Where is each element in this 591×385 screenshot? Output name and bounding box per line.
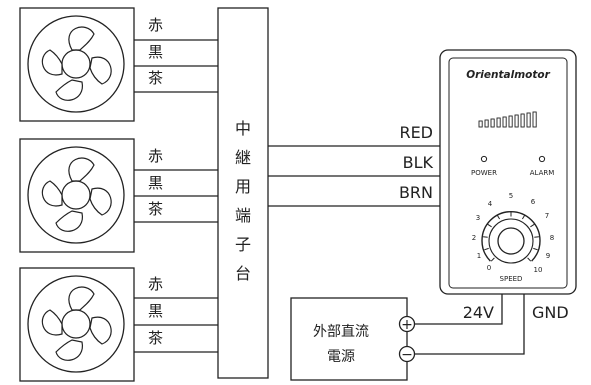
terminal-block-char-2: 継 bbox=[235, 148, 251, 167]
fan-1: 赤 黒 茶 bbox=[19, 7, 218, 122]
terminal-block-char-1: 中 bbox=[235, 119, 251, 138]
fan-2-blades bbox=[41, 157, 112, 232]
fan-3: 赤 黒 茶 bbox=[19, 267, 218, 382]
fan-1-wire-brown-label: 茶 bbox=[148, 69, 163, 87]
fan-3-wire-black-label: 黒 bbox=[148, 302, 163, 320]
fan-2-wire-red-label: 赤 bbox=[148, 147, 163, 165]
power-led-icon bbox=[480, 155, 488, 163]
gnd-label: GND bbox=[532, 303, 569, 322]
dial-number-3: 3 bbox=[476, 214, 480, 222]
wire-gnd bbox=[414, 294, 525, 355]
dial-number-10: 10 bbox=[534, 266, 543, 274]
speed-dial[interactable]: 0 1 2 3 4 5 6 7 8 9 10 SPEED bbox=[472, 192, 554, 283]
dial-number-1: 1 bbox=[477, 252, 481, 260]
terminal-block-char-6: 台 bbox=[235, 264, 251, 283]
external-dc-power-supply: 外部直流 電源 + − 24V GND bbox=[290, 294, 569, 381]
power-label: POWER bbox=[471, 169, 497, 177]
speed-controller: Orientalmotor POWER ALARM bbox=[439, 49, 577, 295]
fan-3-wire-red-label: 赤 bbox=[148, 275, 163, 293]
controller-wires: RED BLK BRN bbox=[268, 123, 440, 207]
wire-24v bbox=[414, 294, 503, 325]
fan-2-wire-brown-label: 茶 bbox=[148, 200, 163, 218]
speed-label: SPEED bbox=[500, 275, 523, 283]
dial-number-6: 6 bbox=[531, 198, 536, 206]
fan-2-wire-black-label: 黒 bbox=[148, 174, 163, 192]
brand-logo: Orientalmotor bbox=[466, 69, 550, 81]
minus-terminal-symbol: − bbox=[401, 347, 413, 363]
alarm-led-icon bbox=[538, 155, 546, 163]
plus-terminal-symbol: + bbox=[401, 317, 413, 333]
power-supply-line-2: 電源 bbox=[327, 349, 355, 365]
dial-number-7: 7 bbox=[545, 212, 549, 220]
speed-dial-ring bbox=[488, 218, 534, 264]
fan-2: 赤 黒 茶 bbox=[19, 138, 218, 253]
speed-bar-graph bbox=[478, 111, 537, 128]
wire-black-label: BLK bbox=[403, 153, 434, 172]
fan-3-wire-brown-label: 茶 bbox=[148, 329, 163, 347]
wire-red-label: RED bbox=[399, 123, 433, 142]
dial-number-2: 2 bbox=[472, 234, 476, 242]
terminal-block-char-4: 端 bbox=[235, 206, 251, 225]
dial-number-0: 0 bbox=[487, 264, 491, 272]
wire-brown-label: BRN bbox=[399, 183, 433, 202]
terminal-block: 中 継 用 端 子 台 bbox=[217, 7, 269, 379]
speed-dial-knob bbox=[497, 227, 525, 255]
alarm-label: ALARM bbox=[530, 169, 555, 177]
terminal-block-char-5: 子 bbox=[235, 235, 251, 254]
speed-dial-numbers: 0 1 2 3 4 5 6 7 8 9 10 bbox=[472, 192, 554, 274]
fan-1-wire-black-label: 黒 bbox=[148, 43, 163, 61]
dial-number-9: 9 bbox=[546, 252, 550, 260]
dial-number-5: 5 bbox=[509, 192, 513, 200]
speed-dial-ticks bbox=[483, 211, 539, 262]
power-supply-line-1: 外部直流 bbox=[313, 323, 369, 340]
fan-3-blades bbox=[41, 286, 112, 361]
terminal-block-char-3: 用 bbox=[235, 177, 251, 196]
fan-1-blades bbox=[41, 26, 112, 101]
voltage-label: 24V bbox=[463, 303, 494, 322]
fan-1-wire-red-label: 赤 bbox=[148, 16, 163, 34]
dial-number-4: 4 bbox=[488, 200, 493, 208]
dial-number-8: 8 bbox=[550, 234, 554, 242]
